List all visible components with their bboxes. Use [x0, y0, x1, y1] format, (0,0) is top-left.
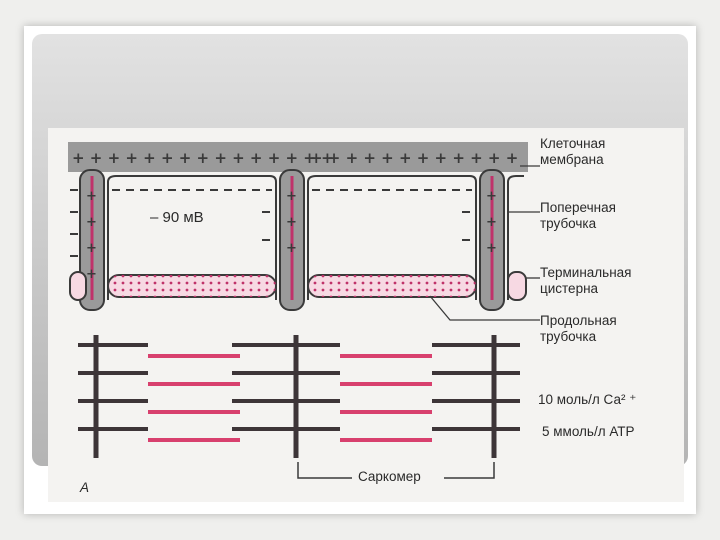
svg-text:+: + — [286, 189, 297, 204]
thick-filaments — [78, 343, 520, 431]
svg-text:+: + — [86, 267, 97, 282]
t-tubule-right — [479, 169, 505, 311]
svg-text:+: + — [486, 215, 497, 230]
svg-text:+: + — [86, 241, 97, 256]
label-terminal-cistern: Терминальная цистерна — [540, 265, 632, 296]
tubule-plus-signs: + + + + + + + + + + — [86, 189, 497, 282]
sarcomere-bracket — [297, 462, 495, 479]
label-atp: 5 ммоль/л АТР — [542, 424, 635, 439]
t-tubule-middle — [279, 169, 305, 311]
label-membrane-potential: – 90 мВ — [150, 209, 204, 226]
svg-text:+: + — [286, 241, 297, 256]
cell-membrane — [68, 142, 528, 172]
svg-text:+ + + + + + + + + + + + + + +: + + + + + + + + + + + + + + + — [72, 149, 334, 167]
svg-text:+: + — [86, 215, 97, 230]
label-calcium: 10 моль/л Са² ⁺ — [538, 392, 637, 407]
label-sarcomere: Саркомер — [358, 469, 421, 484]
svg-text:+: + — [486, 189, 497, 204]
svg-text:+ + + + + + + + + + + +: + + + + + + + + + + + + — [310, 149, 518, 167]
label-panel-letter: А — [80, 480, 90, 495]
label-t-tubule: Поперечная трубочка — [540, 200, 616, 231]
dashed-lines — [70, 189, 472, 257]
thin-filaments — [148, 354, 432, 442]
cistern-edge-left — [69, 271, 527, 301]
membrane-plus-signs: + + + + + + + + + + + + + + + + + + + + … — [72, 149, 518, 167]
leader-lines — [429, 165, 540, 321]
sarcoplasm-outline — [107, 175, 524, 300]
svg-text:+: + — [486, 241, 497, 256]
svg-text:+: + — [86, 189, 97, 204]
label-longitudinal-tubule: Продольная трубочка — [540, 313, 617, 344]
svg-text:+: + — [286, 215, 297, 230]
z-lines — [93, 335, 497, 458]
terminal-cistern-right — [307, 274, 477, 298]
t-tubule-left — [79, 169, 105, 311]
label-cell-membrane: Клеточная мембрана — [540, 136, 606, 167]
terminal-cistern-left — [107, 274, 277, 298]
